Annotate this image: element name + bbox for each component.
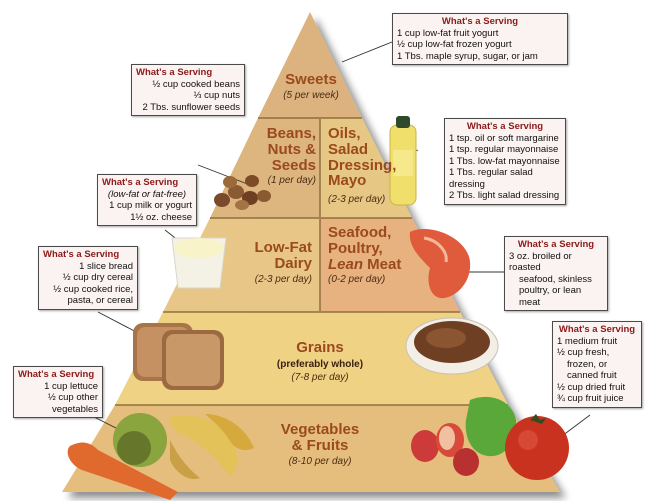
salmon-steak-icon bbox=[409, 228, 471, 299]
serving-line: 1 medium fruit bbox=[557, 335, 618, 347]
carrot-icon bbox=[67, 442, 178, 500]
serving-line: ⅓ cup nuts bbox=[193, 90, 240, 102]
apple-icon bbox=[113, 413, 167, 467]
serving-line: meat bbox=[519, 296, 541, 308]
serving-box-beans: What's a Serving ½ cup cooked beans ⅓ cu… bbox=[131, 64, 245, 117]
beans-freq: (1 per day) bbox=[267, 175, 316, 187]
sweets-name: Sweets bbox=[285, 71, 337, 88]
tier-label-grains: Grains (preferably whole) (7-8 per day) bbox=[250, 340, 390, 384]
tier-sweets bbox=[258, 12, 362, 118]
oils-line-4: Mayo bbox=[328, 172, 367, 190]
serving-header: What's a Serving bbox=[558, 324, 636, 335]
serving-header: What's a Serving bbox=[43, 249, 120, 260]
serving-line: 1 Tbs. regular salad dressing bbox=[449, 167, 533, 190]
dairy-freq: (2-3 per day) bbox=[254, 273, 312, 285]
serving-header: What's a Serving bbox=[517, 239, 595, 250]
serving-line: 1 tsp. oil or soft margarine bbox=[449, 132, 559, 144]
tier-label-beans: Beans, Nuts & Seeds (1 per day) bbox=[258, 126, 316, 187]
serving-line: 3 oz. broiled or roasted bbox=[509, 250, 572, 274]
serving-header: What's a Serving bbox=[102, 177, 179, 188]
serving-line: ½ cup low-fat frozen yogurt bbox=[397, 39, 512, 51]
serving-line: ½ cup cooked rice, bbox=[53, 283, 133, 295]
tier-label-veg-fruits: Vegetables & Fruits (8-10 per day) bbox=[250, 422, 390, 467]
tomato-icon bbox=[505, 414, 569, 480]
oils-line-3: Dressing, bbox=[328, 156, 397, 174]
beans-line-1: Beans, bbox=[266, 125, 316, 142]
serving-header: What's a Serving bbox=[136, 67, 213, 78]
serving-box-dairy: What's a Serving (low-fat or fat-free) 1… bbox=[97, 174, 197, 227]
tier-oils bbox=[320, 118, 412, 218]
glass-of-milk-icon bbox=[171, 237, 227, 289]
veg-freq: (8-10 per day) bbox=[288, 455, 352, 467]
banana-icon bbox=[168, 414, 254, 480]
serving-line: ½ cup other bbox=[47, 392, 98, 404]
cereal-bowl-icon bbox=[405, 317, 499, 375]
veg-line-1: Vegetables bbox=[280, 421, 360, 438]
protein-meat: Meat bbox=[363, 255, 402, 273]
serving-box-fruits: What's a Serving 1 medium fruit ½ cup fr… bbox=[552, 321, 642, 409]
serving-box-vegetables: What's a Serving 1 cup lettuce ½ cup oth… bbox=[13, 366, 103, 419]
oils-line-1: Oils, bbox=[328, 125, 361, 142]
serving-line: 1 Tbs. maple syrup, sugar, or jam bbox=[397, 50, 538, 62]
sweets-freq: (5 per week) bbox=[283, 89, 339, 101]
bell-pepper-icon bbox=[465, 396, 517, 457]
protein-line-2: Poultry, bbox=[328, 239, 383, 257]
serving-header: What's a Serving bbox=[441, 16, 519, 27]
serving-note: (low-fat or fat-free) bbox=[107, 188, 187, 200]
grains-freq: (7-8 per day) bbox=[291, 372, 349, 384]
serving-line: 1 cup low-fat fruit yogurt bbox=[397, 27, 499, 39]
nuts-icon bbox=[214, 175, 271, 210]
serving-line: ½ cup cooked beans bbox=[152, 78, 240, 90]
oils-freq: (2-3 per day) bbox=[328, 194, 386, 205]
dairy-line-2: Dairy bbox=[274, 254, 312, 272]
serving-line: 2 Tbs. sunflower seeds bbox=[142, 101, 240, 113]
serving-box-oils: What's a Serving 1 tsp. oil or soft marg… bbox=[444, 118, 566, 206]
serving-line: poultry, or lean bbox=[519, 285, 582, 297]
serving-line: ¾ cup fruit juice bbox=[557, 393, 624, 405]
tier-protein bbox=[320, 218, 460, 312]
tier-label-dairy: Low-Fat Dairy (2-3 per day) bbox=[232, 239, 313, 285]
serving-box-grains: What's a Serving 1 slice bread ½ cup dry… bbox=[38, 246, 138, 310]
dairy-line-1: Low-Fat bbox=[254, 239, 313, 256]
serving-box-sweets: What's a Serving 1 cup low-fat fruit yog… bbox=[392, 13, 568, 66]
protein-lean: Lean bbox=[328, 255, 364, 273]
serving-line: pasta, or cereal bbox=[67, 295, 133, 307]
serving-line: ½ cup dry cereal bbox=[62, 272, 133, 284]
tier-label-sweets: Sweets (5 per week) bbox=[266, 72, 356, 101]
serving-header: What's a Serving bbox=[466, 121, 544, 132]
serving-line: 2 Tbs. light salad dressing bbox=[449, 190, 560, 202]
bread-slices-icon bbox=[133, 323, 224, 390]
serving-line: 1 Tbs. low-fat mayonnaise bbox=[449, 155, 560, 167]
serving-line: frozen, or bbox=[567, 358, 608, 370]
serving-line: 1½ oz. cheese bbox=[130, 211, 192, 223]
protein-line-1: Seafood, bbox=[328, 224, 392, 241]
serving-line: canned fruit bbox=[567, 370, 617, 382]
veg-line-2: & Fruits bbox=[291, 436, 349, 454]
serving-line: seafood, skinless bbox=[519, 273, 592, 285]
tier-label-protein: Seafood, Poultry, Lean Meat (0-2 per day… bbox=[328, 225, 428, 286]
strawberries-icon bbox=[411, 423, 479, 476]
tier-label-oils: Oils, Salad Dressing, Mayo (2-3 per day) bbox=[328, 126, 408, 206]
serving-line: ½ cup fresh, bbox=[557, 347, 610, 359]
beans-line-3: Seeds bbox=[271, 156, 316, 174]
serving-box-protein: What's a Serving 3 oz. broiled or roaste… bbox=[504, 236, 608, 312]
serving-line: ½ cup dried fruit bbox=[557, 381, 626, 393]
serving-line: vegetables bbox=[52, 403, 98, 415]
serving-header: What's a Serving bbox=[18, 369, 95, 380]
serving-line: 1 slice bread bbox=[79, 260, 133, 272]
oils-line-2: Salad bbox=[328, 140, 369, 158]
serving-line: 1 tsp. regular mayonnaise bbox=[449, 144, 559, 156]
serving-line: 1 cup lettuce bbox=[44, 380, 98, 392]
serving-line: 1 cup milk or yogurt bbox=[109, 200, 192, 212]
oil-bottle-icon bbox=[389, 116, 417, 206]
grains-name: Grains bbox=[296, 339, 344, 356]
grains-note: (preferably whole) bbox=[276, 358, 364, 370]
beans-line-2: Nuts & bbox=[267, 140, 316, 158]
protein-freq: (0-2 per day) bbox=[328, 274, 386, 286]
